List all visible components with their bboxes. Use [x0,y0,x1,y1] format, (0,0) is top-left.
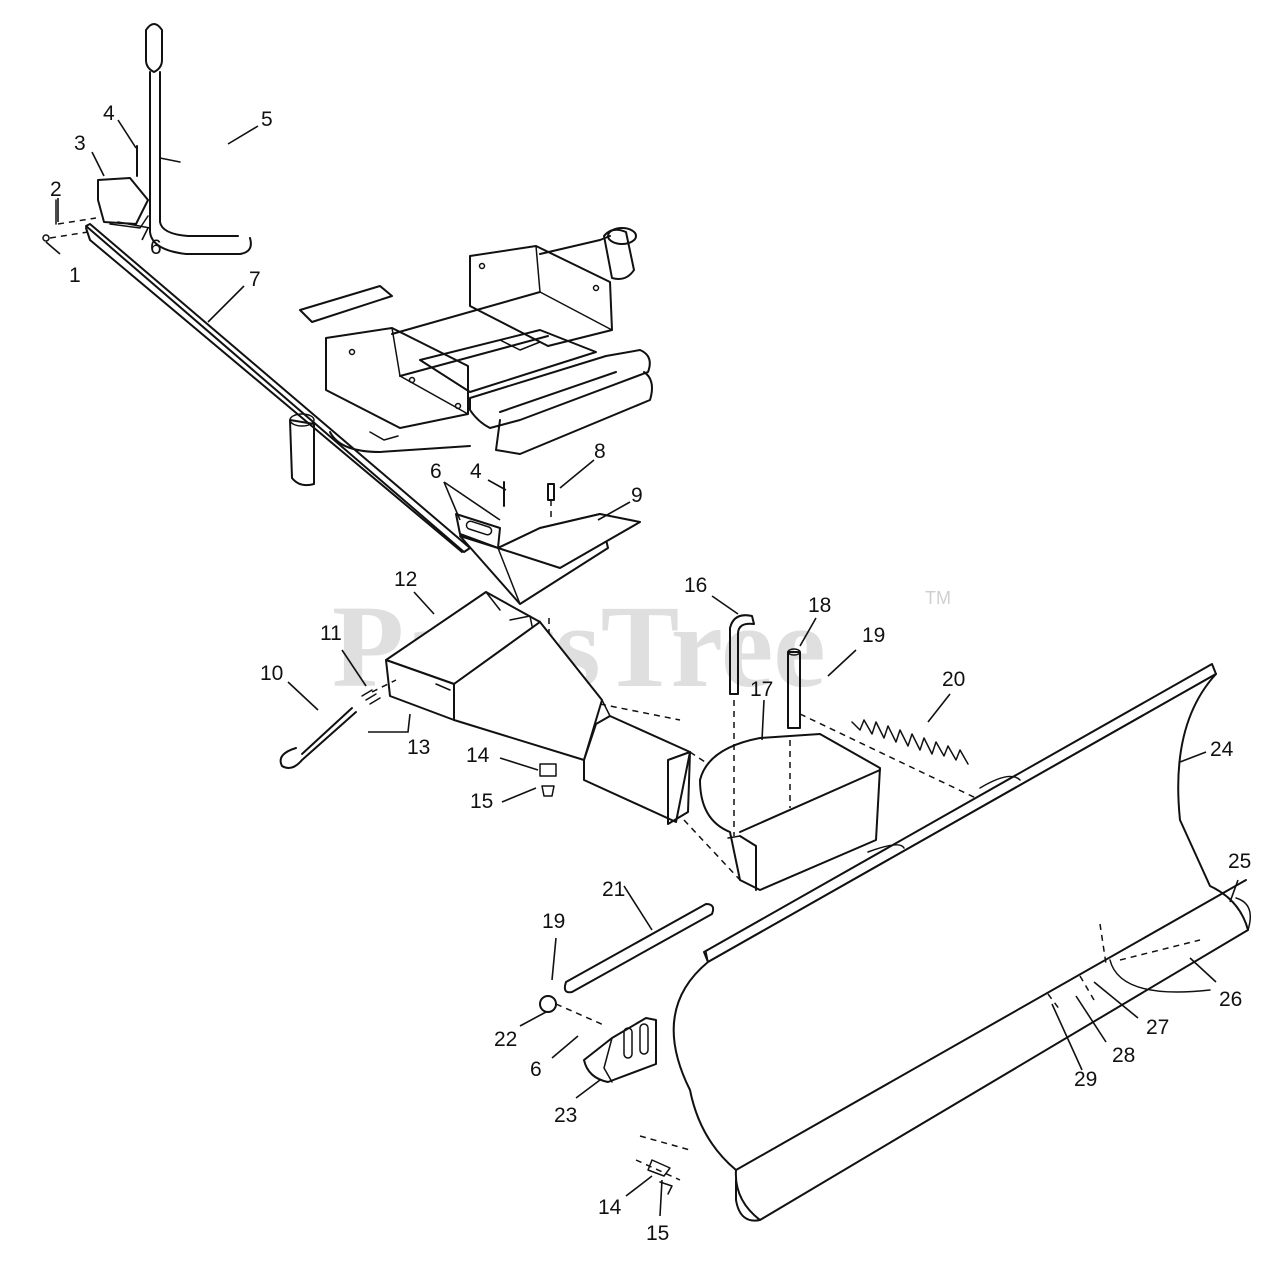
callout-16: 16 [684,574,707,597]
tractor-frame [289,227,653,487]
lever-bracket [42,145,151,242]
callout-4-mid: 4 [470,460,482,483]
callout-14-lower: 14 [598,1196,622,1219]
watermark-trademark: TM [925,588,951,608]
callout-19-top: 19 [862,624,885,647]
callout-8: 8 [594,440,606,463]
callout-9: 9 [631,484,643,507]
callout-20: 20 [942,668,965,691]
washer-22 [539,995,607,1027]
pivot-plate [699,700,981,891]
pin-16 [729,614,755,695]
callout-1: 1 [69,264,81,287]
callout-15-mid: 15 [470,790,493,813]
callout-6-top: 6 [150,236,162,259]
callout-27: 27 [1146,1016,1169,1039]
spring-20 [851,719,969,765]
callout-13: 13 [407,736,430,759]
leader-lines [45,119,1239,1217]
washer-nut-lower [647,1159,673,1195]
callout-15-lower: 15 [646,1222,669,1245]
hook-rod [279,679,397,769]
callout-7: 7 [249,268,261,291]
callout-6-mid: 6 [430,460,442,483]
callout-12: 12 [394,568,417,591]
callout-18: 18 [808,594,831,617]
callout-5: 5 [261,108,273,131]
callout-23: 23 [554,1104,577,1127]
callout-labels: 1 2 3 4 5 6 7 6 4 8 9 12 11 10 13 14 15 … [50,102,1251,1245]
callout-3: 3 [74,132,86,155]
callout-4-top: 4 [103,102,115,125]
pin-18 [787,648,801,729]
slotted-bracket-mid [455,513,641,605]
blade-bracket-23 [583,1017,657,1083]
callout-22: 22 [494,1028,517,1051]
washer-nut-mid [539,763,557,797]
callout-6-lower: 6 [530,1058,542,1081]
callout-29: 29 [1074,1068,1097,1091]
lift-lever [145,23,252,255]
callout-26: 26 [1219,988,1242,1011]
callout-28: 28 [1112,1044,1135,1067]
callout-25: 25 [1228,850,1251,873]
callout-10: 10 [260,662,283,685]
rod-21 [563,903,715,994]
plow-blade [635,663,1251,1222]
lift-rod [85,223,471,553]
callout-24: 24 [1210,738,1234,761]
callout-2: 2 [50,178,62,201]
callout-21: 21 [602,878,625,901]
callout-14-mid: 14 [466,744,490,767]
callout-11: 11 [320,622,342,645]
callout-17: 17 [750,678,773,701]
callout-19-lower: 19 [542,910,565,933]
a-frame [385,591,741,881]
